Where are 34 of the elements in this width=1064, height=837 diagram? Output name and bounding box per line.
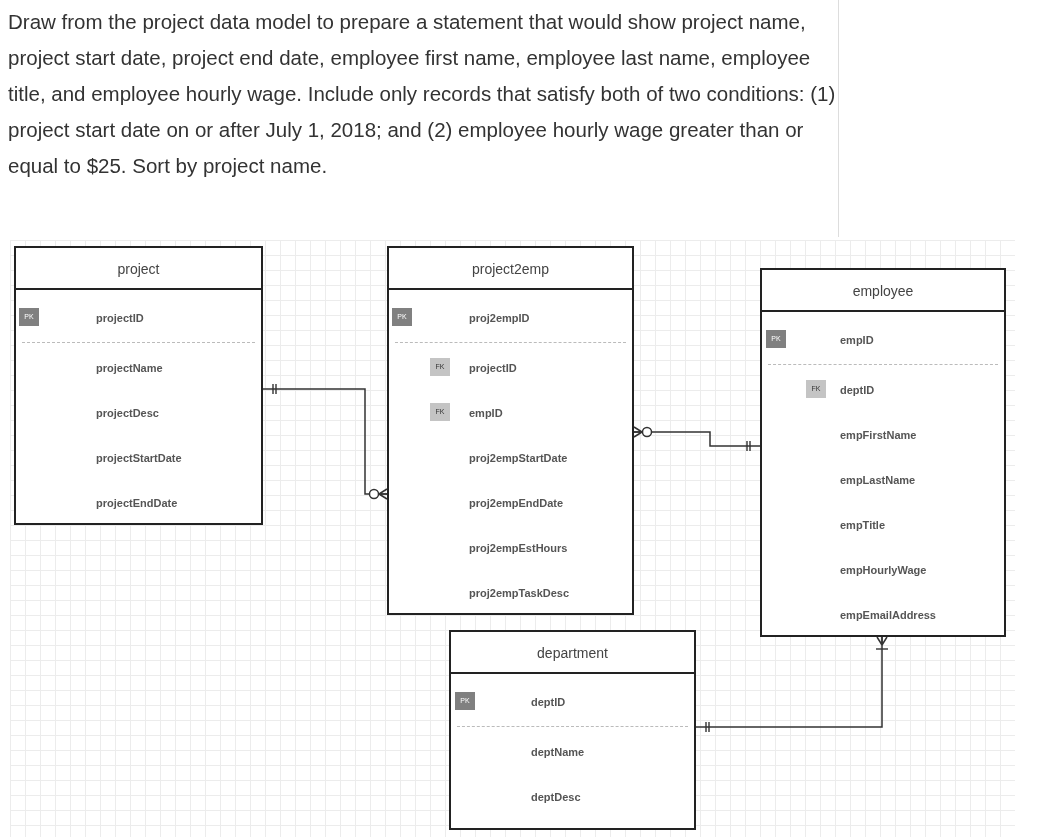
- relationship-line: [262, 384, 388, 500]
- attribute-name: deptID: [531, 695, 566, 710]
- attribute-name: deptDesc: [531, 790, 581, 805]
- attribute-name: proj2empEndDate: [469, 496, 564, 511]
- entity-name: employee: [851, 282, 915, 301]
- attribute-name: projectEndDate: [96, 496, 178, 511]
- entity-table: [449, 630, 696, 830]
- attribute-name: proj2empTaskDesc: [469, 586, 570, 601]
- relationship-line: [695, 636, 889, 732]
- attribute-name: deptID: [840, 383, 875, 398]
- entity-name: project: [116, 260, 161, 279]
- attribute-name: projectName: [96, 361, 163, 376]
- attribute-name: empFirstName: [840, 428, 917, 443]
- attribute-name: deptName: [531, 745, 585, 760]
- attribute-name: empEmailAddress: [840, 608, 936, 623]
- attribute-name: projectID: [469, 361, 517, 376]
- entity-name: project2emp: [470, 260, 550, 279]
- entity-table: [760, 268, 1006, 637]
- attribute-name: empTitle: [840, 518, 886, 533]
- attribute-name: empHourlyWage: [840, 563, 927, 578]
- attribute-name: proj2empEstHours: [469, 541, 568, 556]
- entity-table: [387, 246, 634, 615]
- relationship-line: [633, 426, 761, 451]
- attribute-name: proj2empStartDate: [469, 451, 568, 466]
- entity-name: department: [536, 644, 609, 663]
- attribute-name: projectStartDate: [96, 451, 182, 466]
- attribute-name: projectID: [96, 311, 144, 326]
- attribute-name: projectDesc: [96, 406, 159, 421]
- attribute-name: empLastName: [840, 473, 916, 488]
- attribute-name: empID: [469, 406, 503, 421]
- attribute-name: proj2empID: [469, 311, 530, 326]
- attribute-name: empID: [840, 333, 874, 348]
- entity-table: [14, 246, 263, 525]
- question-text: Draw from the project data model to prepare a statement that would show project name, project start date, project end date, employee first name, employee last name, employee title, and employee hourly wage. Include only records that satisfy both of two conditions: (1) project start date on or after July 1, 2018; and (2) employee hourly wage greater than or equal to $25. Sort by project name.: [8, 9, 836, 179]
